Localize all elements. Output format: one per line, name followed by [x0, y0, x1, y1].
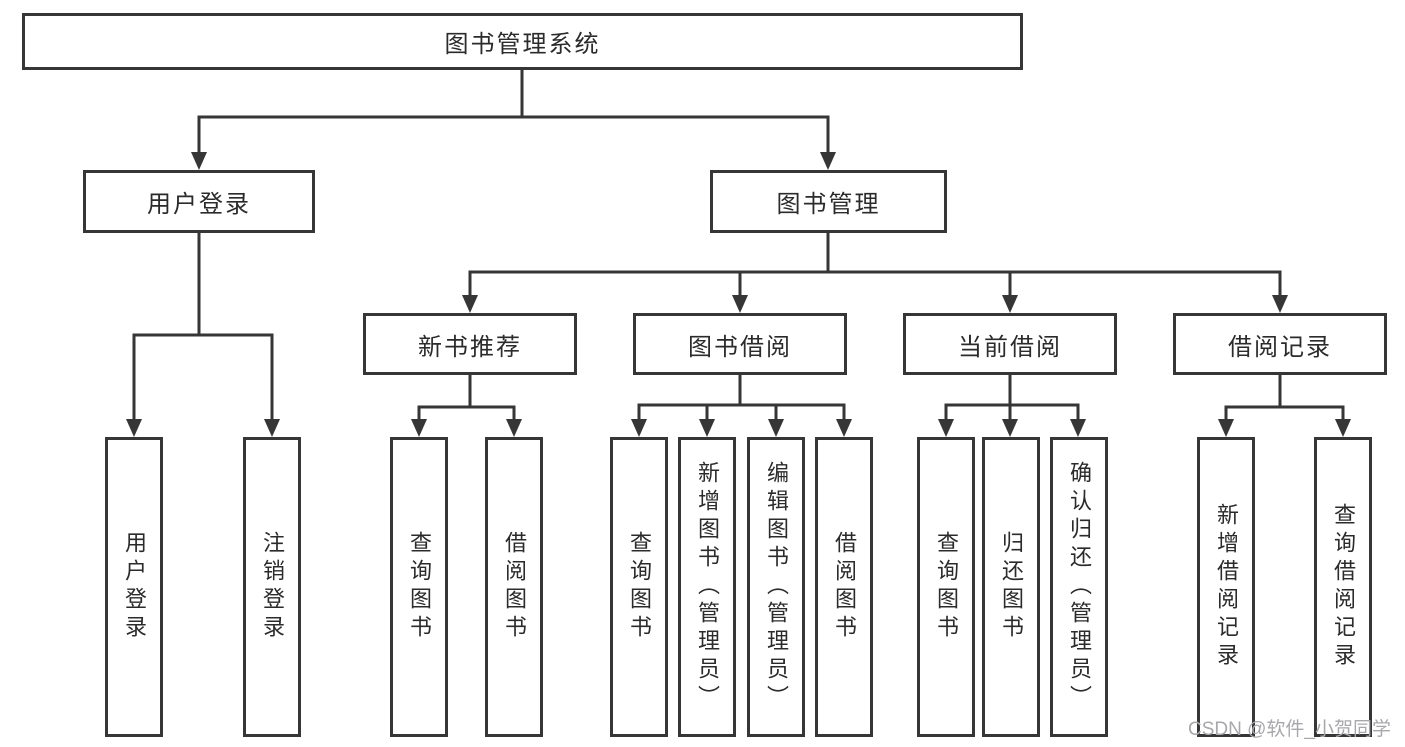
leaf-confirm-return-admin: 确认归还（管理员）	[1050, 437, 1108, 737]
node-root-system: 图书管理系统	[22, 13, 1023, 70]
node-book-management: 图书管理	[710, 170, 947, 233]
node-borrowing-record: 借阅记录	[1173, 313, 1387, 375]
leaf-edit-book-admin: 编辑图书（管理员）	[747, 437, 805, 737]
leaf-borrow-book: 借阅图书	[815, 437, 873, 737]
node-current-borrowing: 当前借阅	[903, 313, 1117, 375]
leaf-user-login: 用户登录	[105, 437, 163, 737]
node-new-book-recommend: 新书推荐	[363, 313, 577, 375]
leaf-add-book-admin: 新增图书（管理员）	[678, 437, 736, 737]
node-user-login: 用户登录	[83, 170, 315, 233]
node-book-borrowing: 图书借阅	[633, 313, 847, 375]
leaf-return-book: 归还图书	[982, 437, 1040, 737]
leaf-borrow-book-recommend: 借阅图书	[485, 437, 543, 737]
leaf-query-book-recommend: 查询图书	[390, 437, 448, 737]
csdn-watermark: CSDN @软件_小贺同学	[1188, 719, 1391, 740]
leaf-query-borrow-record: 查询借阅记录	[1314, 437, 1372, 737]
leaf-add-borrow-record: 新增借阅记录	[1197, 437, 1255, 737]
leaf-query-book-current: 查询图书	[917, 437, 975, 737]
leaf-query-book-borrowing: 查询图书	[610, 437, 668, 737]
leaf-logout: 注销登录	[243, 437, 301, 737]
